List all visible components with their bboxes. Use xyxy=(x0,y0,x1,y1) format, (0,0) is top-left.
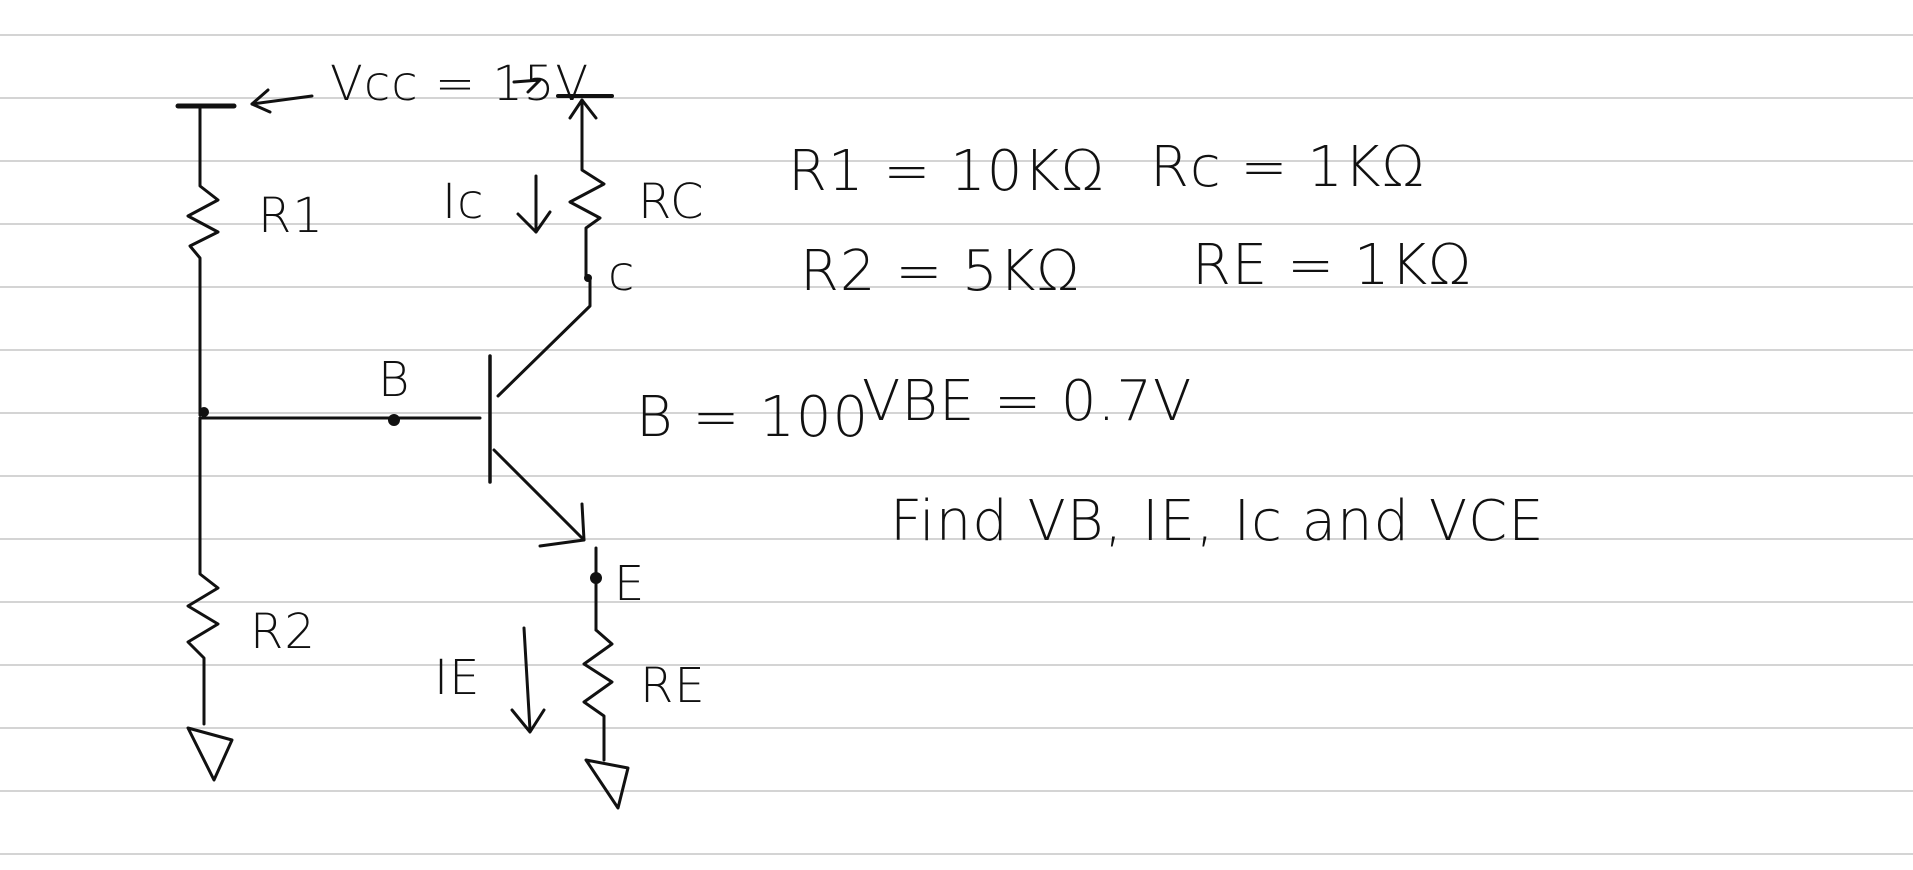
node-e-label: E xyxy=(614,556,645,612)
given-r1: R1 = 10KΩ xyxy=(788,139,1105,204)
r1-label: R1 xyxy=(258,188,324,244)
re-label: RE xyxy=(640,658,706,714)
ie-arrow xyxy=(510,626,546,734)
vcc-arrow-left xyxy=(250,88,314,114)
given-rc: Rc = 1KΩ xyxy=(1150,135,1425,200)
r2-label: R2 xyxy=(250,604,316,660)
task-text: Find VB, IE, Ic and VCE xyxy=(890,489,1545,554)
rc-label: RC xyxy=(638,174,704,230)
r2-resistor xyxy=(186,416,220,726)
ic-label: Ic xyxy=(442,174,485,230)
transistor xyxy=(488,278,592,548)
given-r2: R2 = 5KΩ xyxy=(800,239,1080,304)
re-resistor xyxy=(582,628,614,762)
given-beta: B = 100 xyxy=(636,385,869,450)
ground-right xyxy=(584,758,630,810)
node-dot-c xyxy=(584,274,592,282)
ie-label: IE xyxy=(434,650,480,706)
node-dot-b xyxy=(388,414,400,426)
node-b-label: B xyxy=(378,352,410,408)
node-c-label: c xyxy=(608,246,635,302)
vcc-label: Vcc = 15V xyxy=(330,56,589,112)
rc-resistor xyxy=(568,98,606,280)
ic-arrow xyxy=(516,174,552,234)
given-re: RE = 1KΩ xyxy=(1192,233,1472,298)
given-vbe: VBE = 0.7V xyxy=(862,369,1192,434)
node-dot-e xyxy=(590,572,602,584)
node-dot-left xyxy=(199,407,209,417)
r1-resistor xyxy=(186,104,220,417)
vcc-terminal-left xyxy=(175,103,237,132)
ground-left xyxy=(186,726,234,782)
vcc-arrow-right xyxy=(512,78,542,94)
